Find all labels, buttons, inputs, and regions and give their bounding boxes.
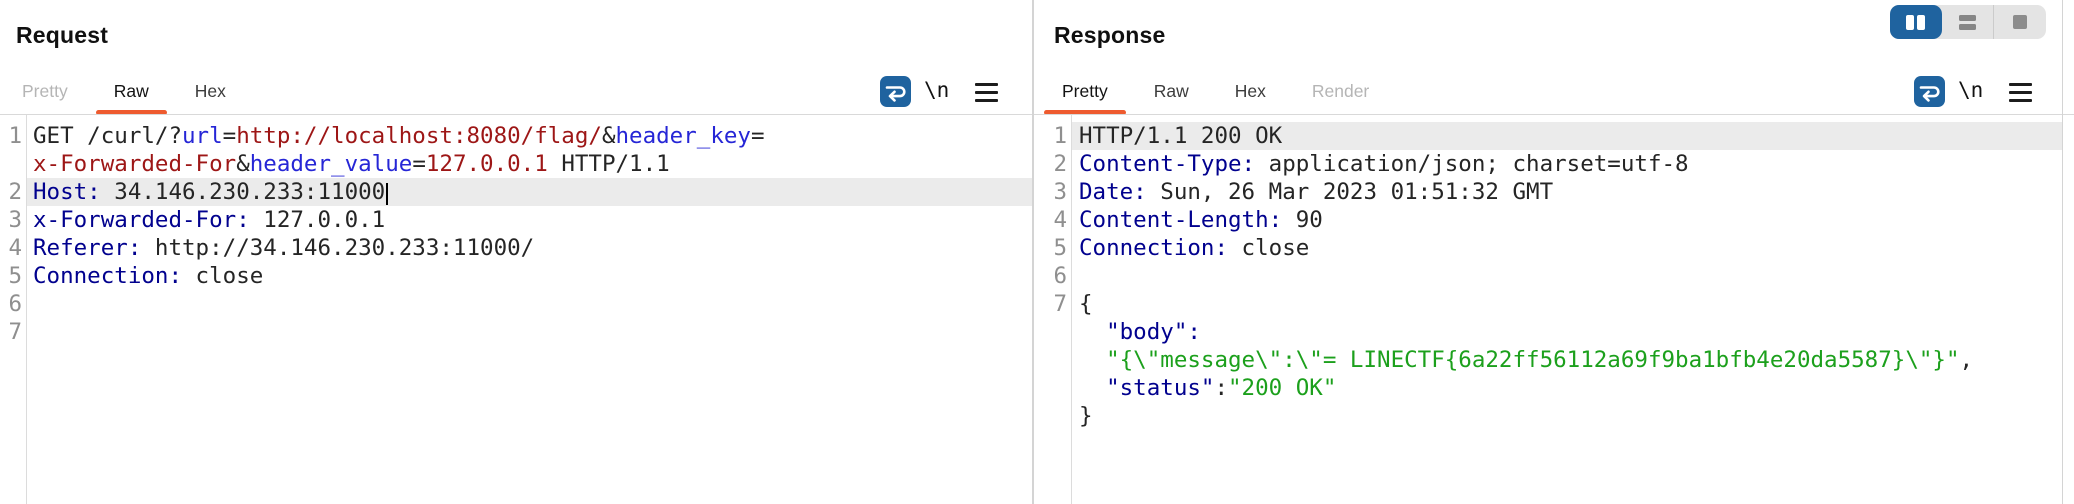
- active-line-highlight: [1072, 122, 2062, 150]
- line-number: 7: [1053, 291, 1067, 317]
- editor-row: 1 GET /curl/?url=http://localhost:8080/fl…: [0, 122, 1032, 150]
- code-line: Content-Type: application/json; charset=…: [1079, 151, 1689, 177]
- code-line: }: [1079, 403, 1093, 429]
- word-wrap-toggle-button[interactable]: [1914, 76, 1945, 107]
- response-tab-pretty[interactable]: Pretty: [1044, 74, 1126, 115]
- split-rows-icon: [1959, 12, 1976, 33]
- line-number: 5: [1053, 235, 1067, 261]
- split-columns-icon: [1906, 14, 1926, 30]
- line-number: 6: [1053, 263, 1067, 289]
- layout-toggle: [1890, 5, 2046, 39]
- line-number: 7: [8, 319, 22, 345]
- layout-toggle-separator: [1993, 5, 1995, 39]
- panel-splitter[interactable]: [1032, 0, 1034, 504]
- editor-row: 7{: [1034, 290, 2062, 318]
- editor-row: 3 Date: Sun, 26 Mar 2023 01:51:32 GMT: [1034, 178, 2062, 206]
- line-number: 4: [8, 235, 22, 261]
- line-number: 6: [8, 291, 22, 317]
- active-line-highlight: [27, 178, 1032, 206]
- layout-split-rows-button[interactable]: [1942, 5, 1994, 39]
- text-cursor: [386, 183, 389, 205]
- line-number: 5: [8, 263, 22, 289]
- code-line: Connection: close: [33, 263, 264, 289]
- line-number: 4: [1053, 207, 1067, 233]
- editor-row: }: [1034, 402, 2062, 430]
- editor-row: 5 Connection: close: [0, 262, 1032, 290]
- code-line: {: [1079, 291, 1093, 317]
- response-panel: Response Pretty Raw Hex Render \n 1 HTTP/1.1…: [1034, 0, 2074, 504]
- word-wrap-icon: [885, 86, 906, 102]
- hamburger-menu-icon: [2009, 83, 2032, 86]
- editor-row: "status":"200 OK": [1034, 374, 2062, 402]
- word-wrap-icon: [1919, 86, 1940, 102]
- code-line: "body":: [1106, 319, 1201, 345]
- line-number: 3: [1053, 179, 1067, 205]
- layout-split-columns-button[interactable]: [1890, 5, 1942, 39]
- request-tabbar-divider: [0, 114, 1032, 115]
- response-code-lines: 1 HTTP/1.1 200 OK 2 Content-Type: applicati…: [1034, 122, 2062, 430]
- code-line: Host: 34.146.230.233:11000: [33, 178, 389, 206]
- code-line: "{\"message\":\"= LINECTF{6a22ff56112a69…: [1106, 347, 1974, 373]
- single-pane-icon: [2013, 15, 2028, 29]
- response-tab-bar: Pretty Raw Hex Render: [1044, 74, 1387, 115]
- line-number: 1: [8, 123, 22, 149]
- request-panel-title: Request: [16, 22, 109, 48]
- code-line: Content-Length: 90: [1079, 207, 1323, 233]
- word-wrap-toggle-button[interactable]: [880, 76, 911, 107]
- show-nonprintable-button[interactable]: \n: [1958, 78, 1984, 102]
- editor-row: 4 Content-Length: 90: [1034, 206, 2062, 234]
- gutter-divider: [26, 115, 27, 504]
- editor-row: 7: [0, 318, 1032, 346]
- editor-row: 1 HTTP/1.1 200 OK: [1034, 122, 2062, 150]
- response-tab-raw[interactable]: Raw: [1153, 81, 1189, 101]
- response-tabbar-divider: [1034, 114, 2074, 115]
- response-tab-render[interactable]: Render: [1311, 81, 1370, 101]
- editor-row: 2 Content-Type: application/json; charset…: [1034, 150, 2062, 178]
- line-number: 2: [8, 179, 22, 205]
- response-editor[interactable]: 1 HTTP/1.1 200 OK 2 Content-Type: applicati…: [1034, 115, 2062, 504]
- response-tab-hex[interactable]: Hex: [1234, 81, 1266, 101]
- editor-row: 4 Referer: http://34.146.230.233:11000/: [0, 234, 1032, 262]
- hamburger-menu-icon: [975, 83, 998, 86]
- editor-row: 3 x-Forwarded-For: 127.0.0.1: [0, 206, 1032, 234]
- code-line: Referer: http://34.146.230.233:11000/: [33, 235, 535, 261]
- editor-menu-button[interactable]: [975, 83, 998, 102]
- request-panel: Request Pretty Raw Hex \n 1 GET /curl/?url=…: [0, 0, 1032, 504]
- request-editor[interactable]: 1 GET /curl/?url=http://localhost:8080/fl…: [0, 115, 1032, 504]
- editor-row: "body":: [1034, 318, 2062, 346]
- editor-row: 6: [0, 290, 1032, 318]
- code-line: x-Forwarded-For&header_value=127.0.0.1 H…: [33, 151, 670, 177]
- response-panel-title: Response: [1054, 22, 1166, 48]
- show-nonprintable-button[interactable]: \n: [924, 78, 950, 102]
- code-line: Date: Sun, 26 Mar 2023 01:51:32 GMT: [1079, 179, 1554, 205]
- line-number: 1: [1053, 123, 1067, 149]
- code-line: "status":"200 OK": [1106, 375, 1337, 401]
- request-code-lines: 1 GET /curl/?url=http://localhost:8080/fl…: [0, 122, 1032, 346]
- request-tab-pretty[interactable]: Pretty: [22, 81, 68, 101]
- layout-single-pane-button[interactable]: [1994, 5, 2046, 39]
- editor-row: 5 Connection: close: [1034, 234, 2062, 262]
- request-tab-raw[interactable]: Raw: [95, 74, 167, 115]
- request-tab-bar: Pretty Raw Hex: [4, 74, 244, 115]
- code-line: GET /curl/?url=http://localhost:8080/fla…: [33, 123, 765, 149]
- editor-row: 6: [1034, 262, 2062, 290]
- editor-menu-button[interactable]: [2009, 83, 2032, 102]
- request-tab-hex[interactable]: Hex: [194, 81, 226, 101]
- editor-row: "{\"message\":\"= LINECTF{6a22ff56112a69…: [1034, 346, 2062, 374]
- line-number: 3: [8, 207, 22, 233]
- line-number: 2: [1053, 151, 1067, 177]
- gutter-divider: [1071, 115, 1072, 504]
- editor-row: x-Forwarded-For&header_value=127.0.0.1 H…: [0, 150, 1032, 178]
- window-right-border: [2062, 0, 2063, 504]
- editor-row: 2 Host: 34.146.230.233:11000: [0, 178, 1032, 206]
- code-line: x-Forwarded-For: 127.0.0.1: [33, 207, 386, 233]
- code-line: HTTP/1.1 200 OK: [1079, 123, 1283, 149]
- code-line: Connection: close: [1079, 235, 1310, 261]
